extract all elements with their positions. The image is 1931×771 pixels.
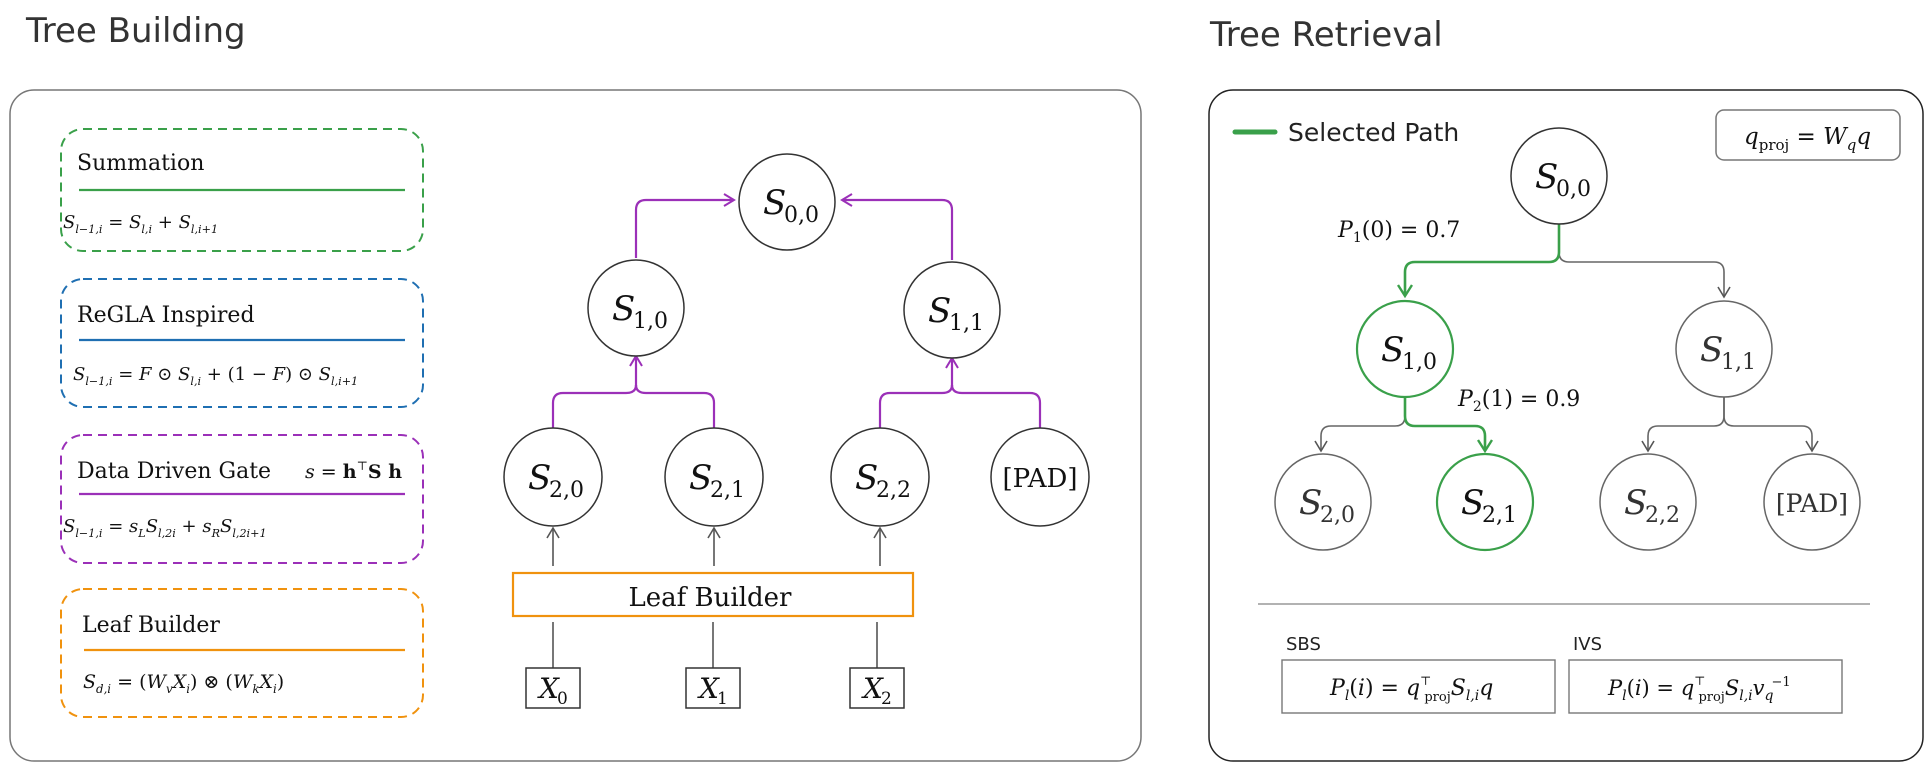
retrieval-edge [1558, 224, 1731, 299]
retrieval-edge [1641, 388, 1725, 453]
method-formula: Sd,i = (WvXi) ⊗ (WkXi) [83, 671, 284, 696]
retrieval-node-s22: S 2,2 [1599, 453, 1697, 551]
p1-label: P1(0) = 0.7 [1337, 218, 1460, 246]
svg-text:S: S [1381, 330, 1404, 370]
svg-text:S: S [1700, 330, 1723, 370]
build-edge [950, 384, 1042, 430]
build-node-s21: S 2,1 [664, 427, 764, 527]
input-x2: X 2 [849, 667, 905, 709]
retrieval-edge [1314, 388, 1406, 453]
build-node-s22: S 2,2 [830, 427, 930, 527]
build-edge [878, 384, 954, 428]
build-node-root: S 0,0 [738, 153, 836, 251]
method-formula: Sl−1,i = Sl,i + Sl,i+1 [63, 212, 218, 236]
retrieval-edge [1723, 388, 1819, 453]
build-node-pad: [PAD] [990, 427, 1090, 527]
sbs-label: SBS [1286, 634, 1321, 655]
ivs-label: IVS [1573, 634, 1602, 655]
leaf-builder-box: Leaf Builder [511, 571, 915, 618]
retrieval-node-s21-selected: S 2,1 [1435, 452, 1535, 552]
tree-retrieval-panel [1208, 89, 1924, 762]
svg-text:S: S [1535, 157, 1558, 197]
leaf-builder-label: Leaf Builder [629, 583, 793, 613]
method-data-driven-gate: Data Driven Gate s = h⊤S h Sl−1,i = sLSl… [60, 434, 424, 564]
selected-path-edge [1405, 224, 1561, 296]
query-projection-box: qproj = Wqq [1715, 109, 1901, 161]
svg-text:2,0: 2,0 [549, 478, 584, 503]
tree-retrieval-title: Tree Retrieval [1209, 15, 1443, 55]
svg-text:S: S [1299, 483, 1322, 523]
p2-label: P2(1) = 0.9 [1457, 387, 1580, 415]
svg-text:[PAD]: [PAD] [1776, 489, 1848, 518]
svg-text:1,0: 1,0 [1402, 350, 1437, 375]
build-edge [634, 193, 736, 258]
legend-label: Selected Path [1288, 118, 1459, 147]
svg-text:X: X [861, 672, 884, 705]
retrieval-node-s20: S 2,0 [1274, 453, 1372, 551]
method-formula: Sl−1,i = sLSl,2i + sRSl,2i+1 [63, 516, 267, 540]
svg-text:2,2: 2,2 [1645, 503, 1680, 528]
method-title: Data Driven Gate [77, 459, 271, 484]
svg-text:0: 0 [557, 689, 568, 709]
svg-text:S: S [612, 289, 635, 329]
svg-text:0,0: 0,0 [784, 203, 819, 228]
svg-text:0,0: 0,0 [1556, 177, 1591, 202]
svg-text:S: S [689, 458, 712, 498]
retrieval-node-s10-selected: S 1,0 [1355, 299, 1455, 399]
svg-text:1,0: 1,0 [633, 309, 668, 334]
svg-text:[PAD]: [PAD] [1002, 464, 1077, 494]
svg-text:2,2: 2,2 [876, 478, 911, 503]
svg-text:S: S [928, 291, 951, 331]
build-node-s11: S 1,1 [903, 261, 1001, 359]
method-formula: Sl−1,i = F ⊙ Sl,i + (1 − F) ⊙ Sl,i+1 [73, 364, 358, 388]
svg-text:Pl(i) = q⊤projSl,iq: Pl(i) = q⊤projSl,iq [1329, 674, 1493, 705]
svg-text:X: X [697, 672, 720, 705]
svg-text:S: S [1624, 483, 1647, 523]
tree-building-panel [9, 89, 1142, 762]
input-x0: X 0 [525, 667, 581, 709]
build-edge [634, 384, 716, 428]
selected-path-edge [1403, 388, 1485, 451]
method-title: ReGLA Inspired [77, 303, 255, 328]
method-summation: Summation Sl−1,i = Sl,i + Sl,i+1 [60, 128, 424, 252]
svg-text:Pl(i) = q⊤projSl,ivq−1: Pl(i) = q⊤projSl,ivq−1 [1607, 674, 1791, 705]
svg-text:2: 2 [881, 689, 892, 709]
build-tree: S 0,0 S 1,0 S 1,1 S 2,0 S 2,1 S 2,2 [503, 153, 1090, 709]
build-edge [551, 384, 638, 428]
sbs-formula-box: Pl(i) = q⊤projSl,iq [1281, 659, 1556, 714]
method-title: Summation [77, 151, 204, 176]
ivs-formula-box: Pl(i) = q⊤projSl,ivq−1 [1568, 659, 1843, 714]
retrieval-node-root: S 0,0 [1510, 127, 1608, 225]
method-title: Leaf Builder [82, 613, 220, 638]
retrieval-node-s11: S 1,1 [1675, 300, 1773, 398]
svg-text:2,1: 2,1 [710, 478, 745, 503]
retrieval-node-pad: [PAD] [1763, 453, 1861, 551]
svg-text:S: S [1461, 483, 1484, 523]
svg-text:2,1: 2,1 [1482, 503, 1517, 528]
svg-text:1,1: 1,1 [949, 311, 984, 336]
build-edge [840, 193, 954, 260]
build-node-s10: S 1,0 [587, 259, 685, 357]
retrieval-legend: Selected Path [1232, 118, 1459, 147]
gate-score-formula: s = h⊤S h [305, 459, 402, 483]
tree-building-title: Tree Building [25, 11, 246, 51]
svg-text:S: S [763, 183, 786, 223]
method-leaf-builder: Leaf Builder Sd,i = (WvXi) ⊗ (WkXi) [60, 588, 424, 718]
input-x1: X 1 [685, 667, 741, 709]
svg-text:2,0: 2,0 [1320, 503, 1355, 528]
svg-text:X: X [537, 672, 560, 705]
svg-text:1: 1 [717, 689, 728, 709]
svg-text:S: S [855, 458, 878, 498]
build-node-s20: S 2,0 [503, 427, 603, 527]
svg-text:S: S [528, 458, 551, 498]
method-regla: ReGLA Inspired Sl−1,i = F ⊙ Sl,i + (1 − … [60, 278, 424, 408]
svg-text:1,1: 1,1 [1721, 350, 1756, 375]
